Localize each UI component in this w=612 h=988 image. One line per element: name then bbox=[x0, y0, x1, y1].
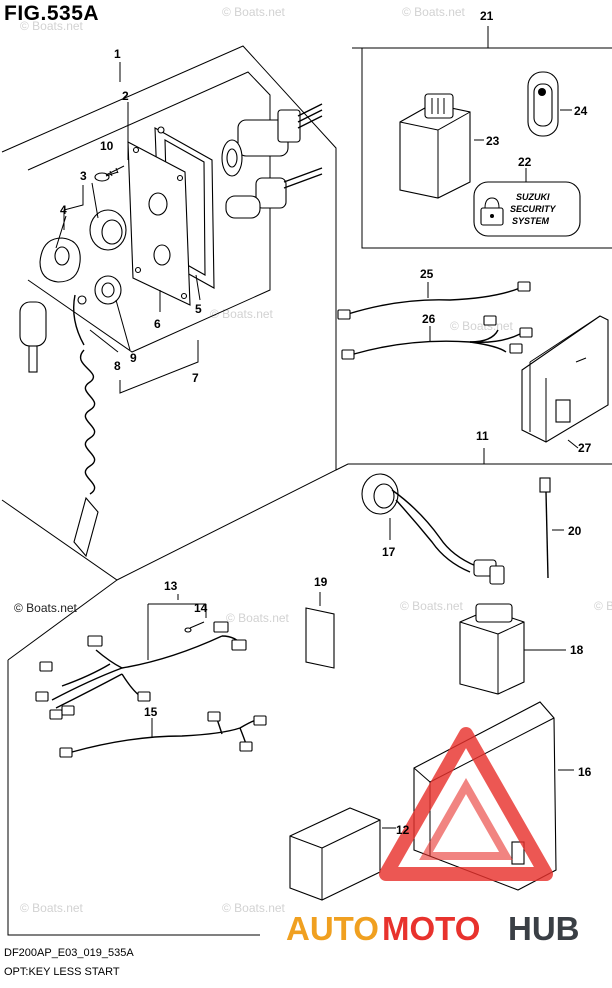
extension-harness-26 bbox=[341, 315, 533, 360]
part-label-26: 26 bbox=[422, 312, 436, 326]
part-label-21: 21 bbox=[480, 9, 494, 23]
instruction-sheet bbox=[305, 592, 335, 669]
part-label-22: 22 bbox=[518, 155, 532, 169]
lock-nut bbox=[89, 209, 127, 251]
part-label-10: 10 bbox=[100, 139, 114, 153]
relay bbox=[459, 603, 566, 695]
brand-hub: HUB bbox=[508, 910, 580, 947]
watermark-text: © Boats.net bbox=[222, 901, 286, 915]
panel-plate bbox=[127, 141, 191, 306]
watermark-text: © Boats.net bbox=[450, 319, 514, 333]
part-label-16: 16 bbox=[578, 765, 592, 779]
security-sticker: SUZUKI SECURITY SYSTEM bbox=[473, 181, 581, 237]
stop-switch bbox=[225, 167, 323, 219]
part-label-24: 24 bbox=[574, 104, 588, 118]
holder-case bbox=[289, 807, 396, 901]
part-label-25: 25 bbox=[420, 267, 434, 281]
leader-lines-group-1 bbox=[55, 171, 201, 353]
part-label-4: 4 bbox=[60, 203, 67, 217]
watermark-text: © Boats.net bbox=[226, 611, 290, 625]
part-label-23: 23 bbox=[486, 134, 500, 148]
part-label-20: 20 bbox=[568, 524, 582, 538]
washer bbox=[94, 275, 122, 305]
sensor-17 bbox=[361, 473, 505, 585]
leader-lines-group-21 bbox=[474, 109, 572, 182]
watermark-text: © Boats.net bbox=[402, 5, 466, 19]
footer-code: DF200AP_E03_019_535A bbox=[4, 947, 134, 959]
badge-line-3: SYSTEM bbox=[512, 216, 550, 226]
group-11-frame bbox=[7, 448, 612, 936]
ignition-switch bbox=[221, 103, 323, 177]
part-label-6: 6 bbox=[154, 317, 161, 331]
extension-harness-25 bbox=[337, 281, 531, 320]
lanyard-cord bbox=[72, 294, 99, 558]
part-label-13: 13 bbox=[164, 579, 178, 593]
part-label-11: 11 bbox=[476, 429, 489, 443]
part-label-5: 5 bbox=[195, 302, 202, 316]
part-label-3: 3 bbox=[80, 169, 87, 183]
watermark-text: © Boats.net bbox=[210, 307, 274, 321]
part-label-15: 15 bbox=[144, 705, 158, 719]
watermark-text: © Boats.net bbox=[594, 599, 612, 613]
group-21-frame bbox=[352, 26, 612, 249]
extension-harness-15 bbox=[59, 711, 267, 758]
brand-moto: MOTO bbox=[382, 910, 480, 947]
figure-title: FIG.535A bbox=[4, 2, 100, 25]
watermark-text: © Boats.net bbox=[14, 601, 78, 615]
watermark-text: © Boats.net bbox=[20, 19, 84, 33]
brand-auto: AUTO bbox=[286, 910, 379, 947]
watermark-layer: © Boats.net © Boats.net © Boats.net © Bo… bbox=[14, 5, 612, 915]
part-label-18: 18 bbox=[570, 643, 584, 657]
footer-description: OPT:KEY LESS START bbox=[4, 966, 120, 978]
main-harness bbox=[35, 594, 247, 720]
badge-line-1: SUZUKI bbox=[516, 192, 550, 202]
part-label-19: 19 bbox=[314, 575, 328, 589]
part-label-9: 9 bbox=[130, 351, 137, 365]
key-fob bbox=[527, 71, 559, 137]
part-label-27: 27 bbox=[578, 441, 592, 455]
key bbox=[19, 301, 47, 373]
switch-cap bbox=[39, 237, 81, 283]
badge-line-2: SECURITY bbox=[510, 204, 557, 214]
part-label-2: 2 bbox=[122, 89, 129, 103]
part-label-8: 8 bbox=[114, 359, 121, 373]
part-labels: 1 2 3 4 5 6 7 8 9 10 11 12 13 14 15 16 1… bbox=[60, 9, 592, 837]
security-control-unit bbox=[399, 93, 471, 199]
brand-watermark-logo: AUTO MOTO HUB bbox=[286, 727, 580, 947]
screw bbox=[94, 165, 125, 182]
part-label-1: 1 bbox=[114, 47, 121, 61]
lock-icon bbox=[480, 197, 504, 226]
part-label-12: 12 bbox=[396, 823, 410, 837]
cable-tie bbox=[539, 477, 564, 579]
watermark-text: © Boats.net bbox=[400, 599, 464, 613]
part-label-7: 7 bbox=[192, 371, 199, 385]
part-label-14: 14 bbox=[194, 601, 208, 615]
watermark-text: © Boats.net bbox=[20, 901, 84, 915]
receiver-unit bbox=[521, 315, 609, 449]
part-label-17: 17 bbox=[382, 545, 396, 559]
watermark-text: © Boats.net bbox=[222, 5, 286, 19]
